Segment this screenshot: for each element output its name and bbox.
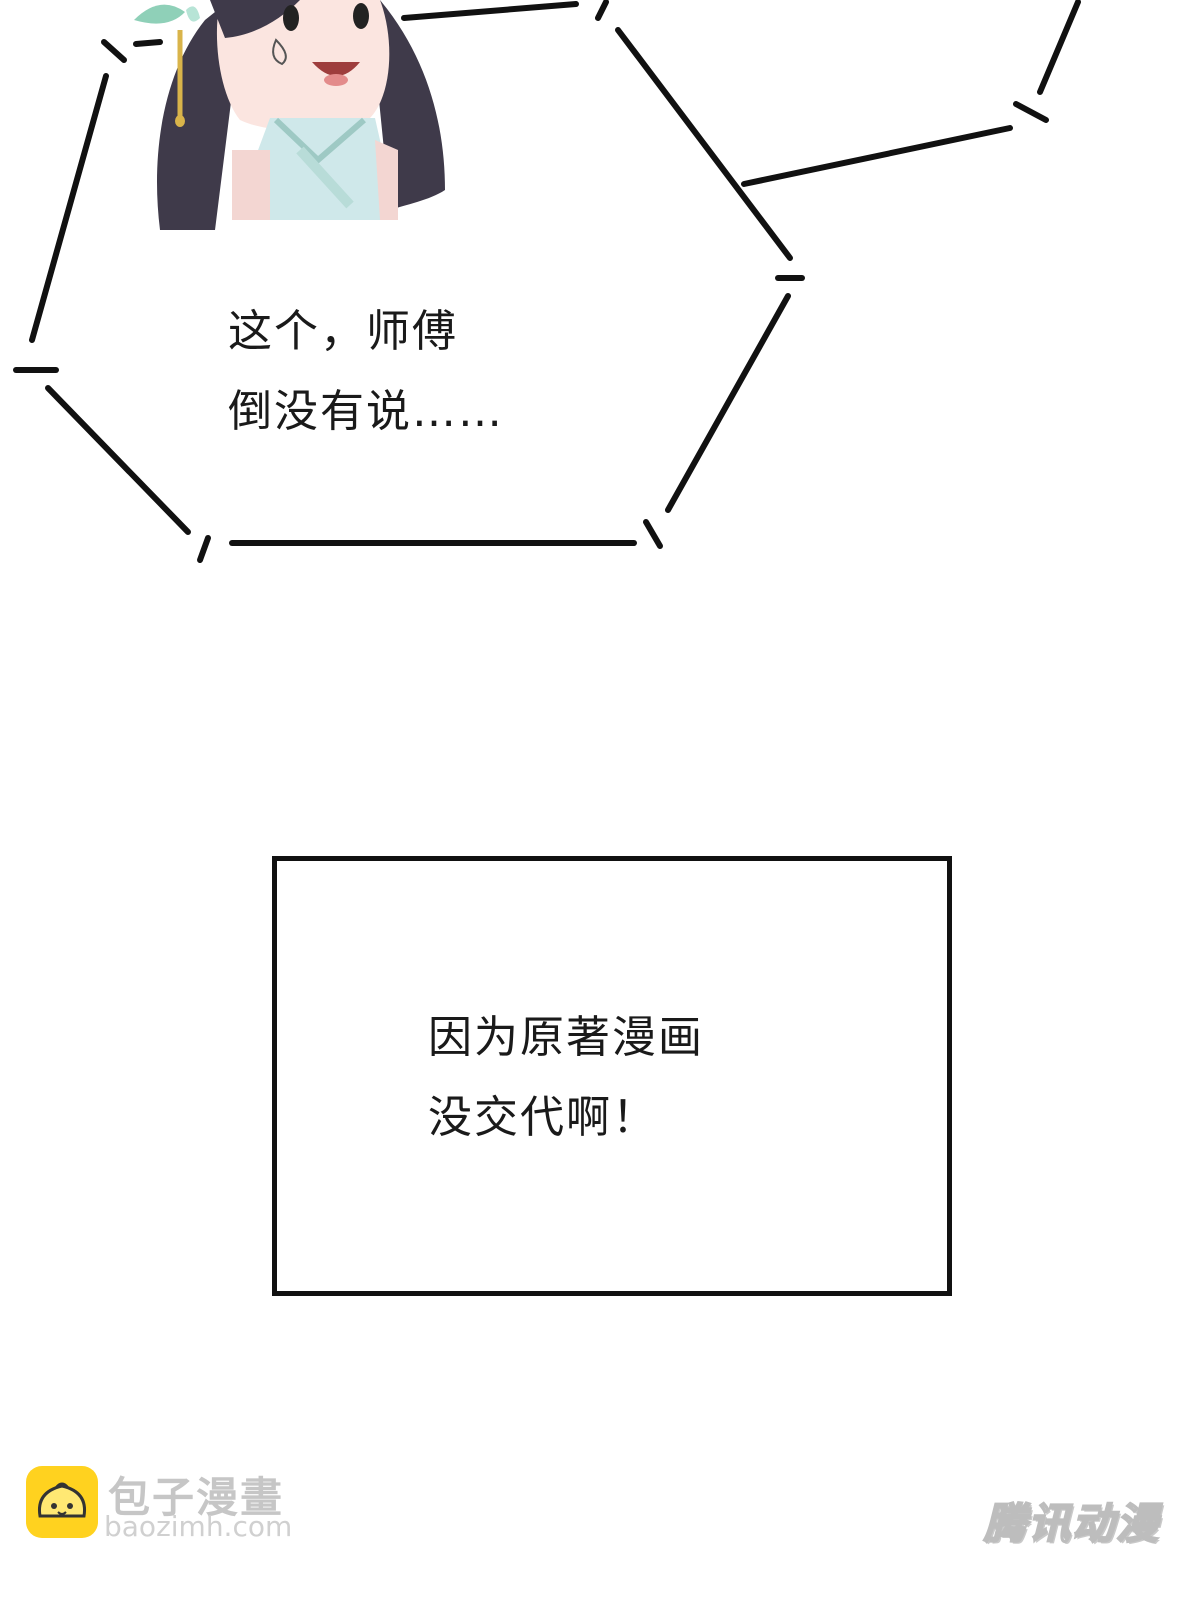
hexagon-bubble-outline [13,27,805,563]
caption-text: 因为原著漫画 没交代啊！ [428,998,704,1158]
speech-line: 这个，师傅 [228,306,458,357]
character-illustration [134,0,445,230]
tencent-comic-watermark: 腾讯动漫 [983,1498,1160,1549]
secondary-bubble-outline [401,0,1081,187]
watermark-site-name: 包子漫畫 [108,1473,285,1522]
caption-line: 没交代啊！ [428,1092,658,1143]
watermark-logo-slot [26,1468,98,1540]
caption-line: 因为原著漫画 [428,1012,704,1063]
speech-bubble-text: 这个，师傅 倒没有说…… [228,292,504,452]
caption-box [272,856,952,1296]
watermark-site-url: baozimh.com [104,1510,293,1543]
baozi-logo-icon [26,1466,98,1538]
speech-line: 倒没有说…… [228,386,504,437]
